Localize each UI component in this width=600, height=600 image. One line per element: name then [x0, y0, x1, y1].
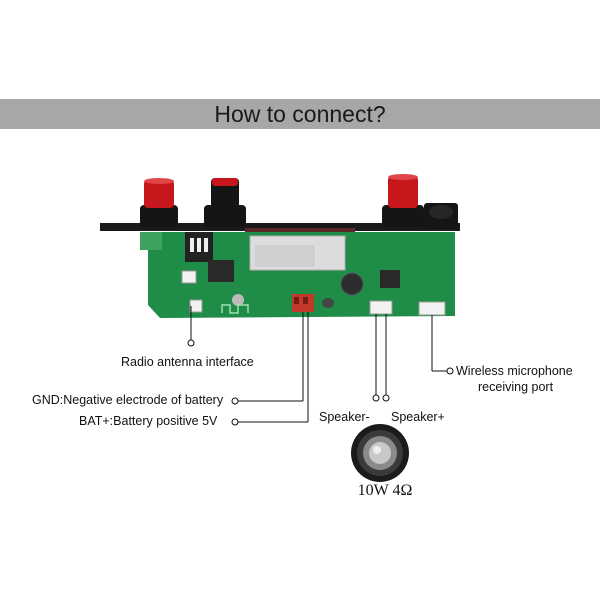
wireless-mic-label-line1: Wireless microphone: [456, 364, 573, 378]
volume-knob-right: [382, 174, 424, 227]
volume-knob-middle: [204, 178, 246, 227]
speaker-spec-label: 10W 4Ω: [357, 482, 413, 499]
wireless-mic-label-line2: receiving port: [478, 380, 554, 394]
page-title: How to connect?: [214, 101, 386, 127]
pcb-board: [140, 232, 455, 318]
speaker-plus-dot: [382, 394, 390, 402]
bat-terminal-dot: [231, 418, 239, 426]
speaker-icon: [351, 424, 409, 482]
gnd-terminal-dot: [231, 397, 239, 405]
mic-terminal-dot: [446, 367, 454, 375]
mic-port-connector: [418, 301, 446, 316]
title-banner: How to connect?: [0, 99, 600, 129]
mic-jack: [424, 203, 458, 229]
bat-label: BAT+:Battery positive 5V: [79, 414, 218, 428]
antenna-terminal-dot: [187, 339, 195, 347]
front-panel: [100, 223, 460, 231]
speaker-minus-dot: [372, 394, 380, 402]
volume-knob-left: [140, 178, 178, 227]
speaker-connector: [369, 300, 393, 315]
speaker-plus-label: Speaker+: [391, 410, 445, 424]
antenna-connector: [181, 270, 197, 284]
gnd-label: GND:Negative electrode of battery: [32, 393, 224, 407]
speaker-minus-label: Speaker-: [319, 410, 370, 424]
radio-antenna-label: Radio antenna interface: [121, 355, 254, 369]
